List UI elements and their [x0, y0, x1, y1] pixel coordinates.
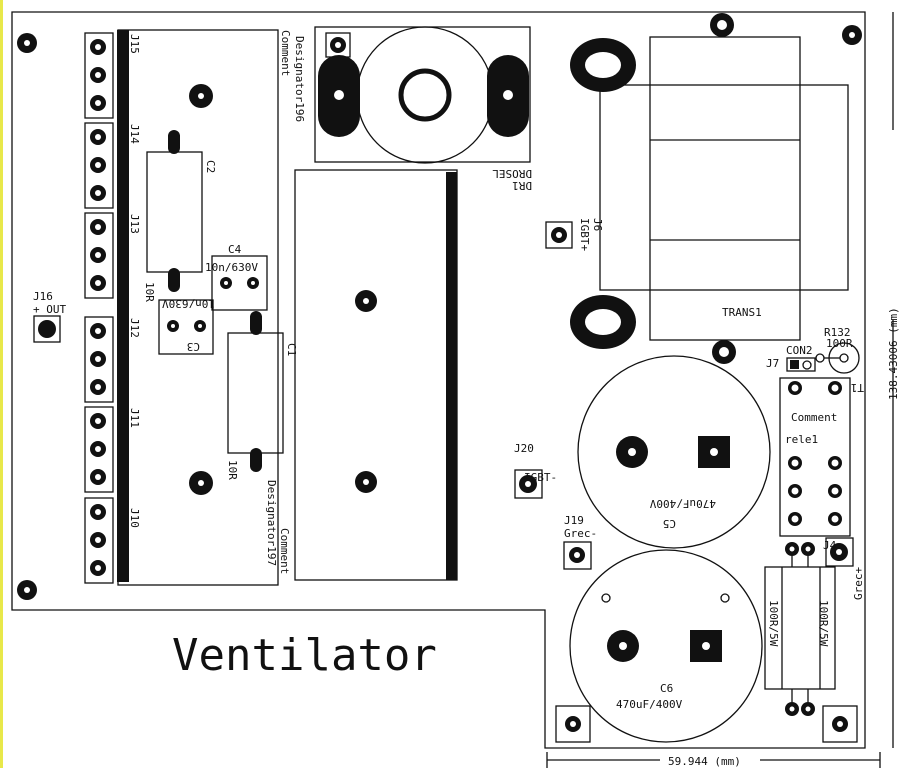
j16-pad-box: [33, 315, 61, 343]
trans1-label: TRANS1: [722, 306, 762, 319]
c3-label: C3: [187, 340, 200, 353]
relay-label: rele1: [785, 433, 818, 446]
j16-pad: [38, 320, 56, 338]
c6-value: 470uF/400V: [616, 698, 683, 711]
j4-net-label: Grec+: [852, 567, 865, 600]
j16-net-label: + OUT: [33, 303, 66, 316]
c6-label: C6: [660, 682, 673, 695]
dimension-width: 59.944 (mm): [546, 752, 881, 768]
comment196-label: Comment: [279, 30, 292, 76]
c6-body: [569, 549, 763, 743]
designator196-label: Designator196: [293, 36, 306, 122]
dimension-height: 138.43006 (mm): [887, 12, 900, 748]
j4-label: J4: [823, 539, 837, 552]
j6-label: J6: [591, 218, 604, 231]
j20-net-label: IGBT-: [524, 471, 557, 484]
power-resistors: [764, 542, 836, 716]
comment197-label: Comment: [278, 528, 291, 574]
connector-label-j15: J15: [128, 34, 141, 54]
heatsink-bar: [117, 30, 129, 582]
mounting-holes: [17, 13, 862, 600]
resistor2-value: 100R/5W: [817, 600, 830, 647]
c4-value: 10n/630V: [205, 261, 258, 274]
board-outline: [11, 11, 866, 749]
connector-pads: [90, 39, 106, 576]
edge-strip: [0, 0, 3, 768]
j6-net-label: IGBT+: [578, 218, 591, 251]
j7-label: J7: [766, 357, 779, 370]
c3-body: [158, 299, 214, 355]
connector-label-j12: J12: [128, 318, 141, 338]
connector-label-j14: J14: [128, 124, 141, 144]
dr1-core: [356, 26, 494, 164]
con2-label: CON2: [786, 344, 813, 357]
designator197-label: Designator197: [265, 480, 278, 566]
j19-label: J19: [564, 514, 584, 527]
connector-label-j11: J11: [128, 408, 141, 428]
r132-value: 100R: [826, 337, 853, 350]
dimension-width-label: 59.944 (mm): [668, 755, 741, 768]
relay-pads: [788, 381, 842, 526]
trans1-outline: [599, 36, 849, 341]
c5-value: 470uF/400V: [649, 497, 716, 510]
c5-body: [577, 355, 771, 549]
r-bottom-value: 10R: [226, 460, 239, 480]
c1-body: [227, 332, 284, 454]
relay-body: [779, 377, 851, 537]
relay-comment-label: Comment: [791, 411, 837, 424]
j16-label: J16: [33, 290, 53, 303]
resistor1-value: 100R/5W: [767, 600, 780, 647]
c5-label: C5: [663, 517, 676, 530]
c4-body: [211, 255, 268, 311]
heatsink-outline: [294, 169, 458, 581]
r132-label: R132: [824, 326, 851, 339]
drosel-label: DROSEL: [492, 167, 532, 180]
c1-label: C1: [285, 343, 298, 356]
c4-label: C4: [228, 243, 242, 256]
c2-body: [146, 151, 203, 273]
j20-label: J20: [514, 442, 534, 455]
c3-value: 10n/630V: [162, 297, 215, 310]
connector-blocks: [84, 32, 114, 584]
connector-label-j10: J10: [128, 508, 141, 528]
connector-label-j13: J13: [128, 214, 141, 234]
dr1-label: DR1: [512, 179, 532, 192]
board-title: Ventilator: [172, 630, 437, 681]
dimension-height-label: 138.43006 (mm): [887, 307, 900, 400]
j19-net-label: Grec-: [564, 527, 597, 540]
r-top-value: 10R: [143, 282, 156, 302]
t1-label: T1: [851, 381, 864, 394]
c2-label: C2: [204, 160, 217, 173]
heatsink-fin: [446, 172, 457, 580]
